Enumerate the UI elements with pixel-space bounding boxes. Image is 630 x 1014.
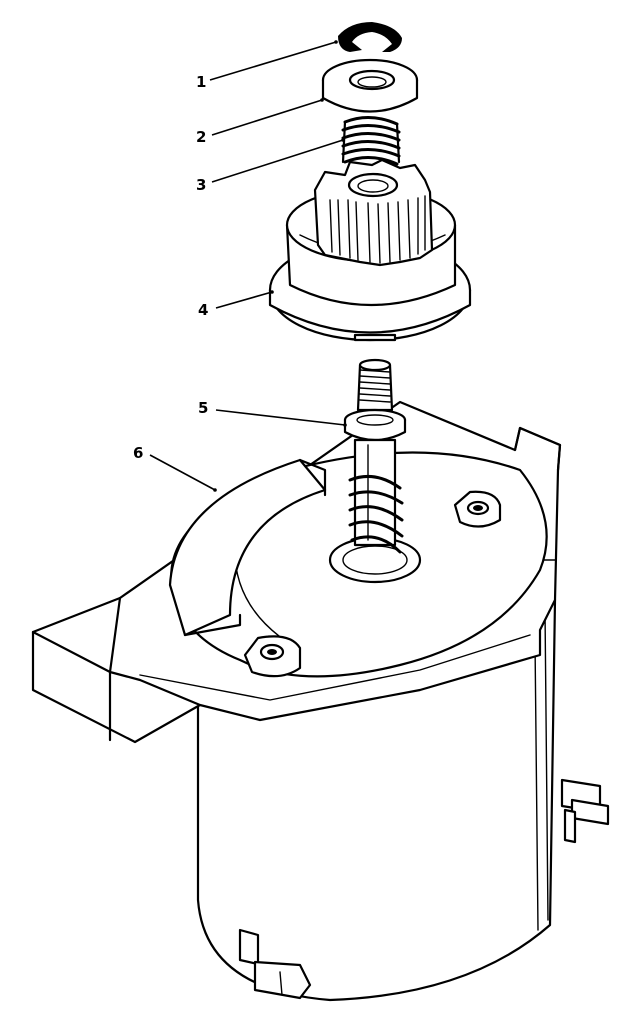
callout-6: 6 [133, 444, 143, 462]
callout-2: 2 [196, 128, 206, 146]
callout-1: 1 [196, 73, 206, 91]
callout-5: 5 [198, 399, 208, 417]
part-2-spring-cap [321, 58, 419, 113]
part-3-spring [341, 116, 401, 166]
callout-labels: 1 2 3 4 5 6 [133, 73, 208, 462]
callout-leaders [149, 40, 347, 492]
callout-4: 4 [198, 301, 208, 319]
pinion-gear [313, 158, 434, 267]
callout-3: 3 [196, 176, 206, 194]
part-1-retaining-ring [338, 22, 402, 52]
part-5-drive-shaft [343, 358, 407, 554]
part-6-shield-plate [168, 458, 327, 637]
mounting-boss-left [243, 635, 302, 678]
mounting-boss-right [453, 490, 502, 528]
